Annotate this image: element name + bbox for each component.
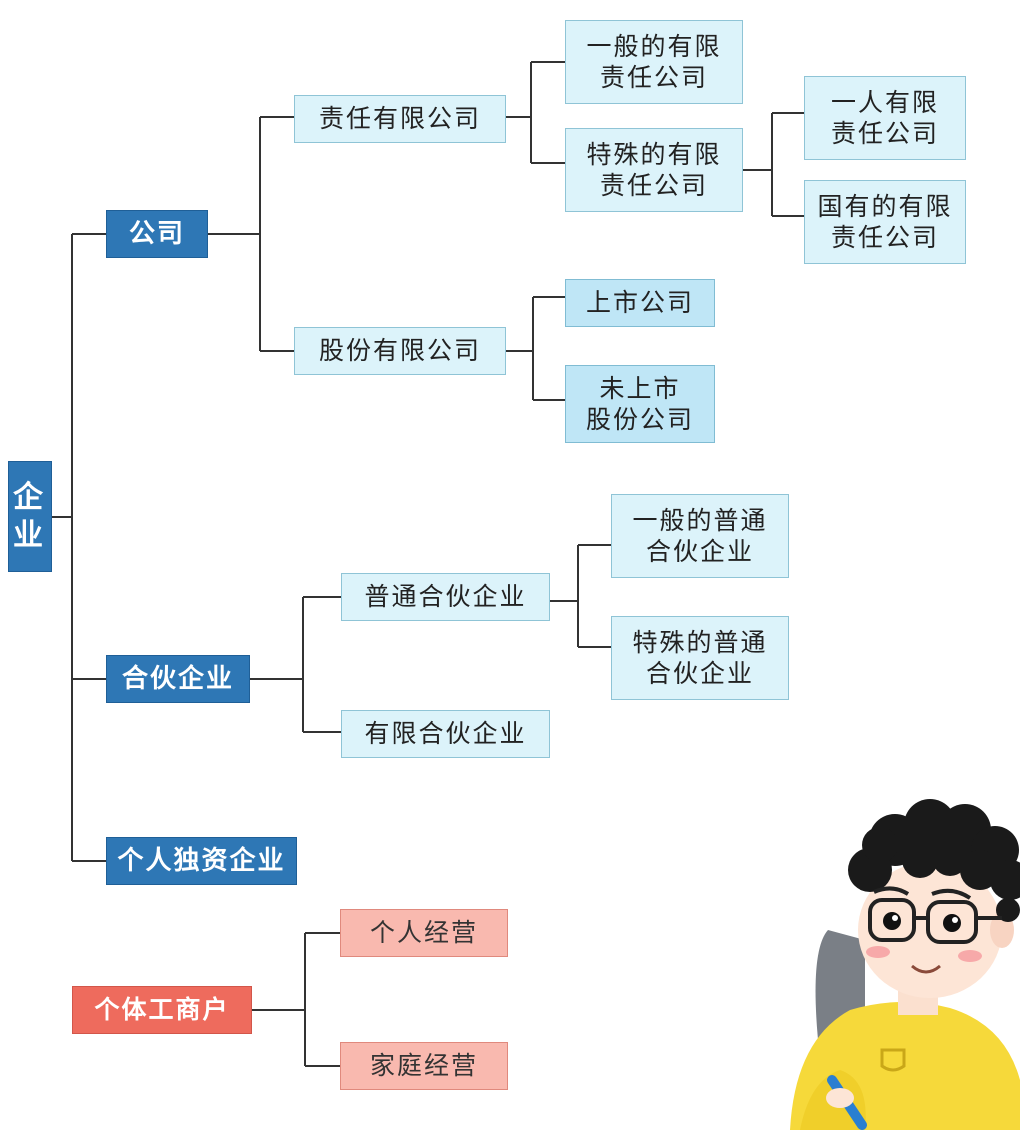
node-llc-one-person-label: 一人有限 责任公司: [830, 87, 939, 148]
connector-root: [52, 233, 106, 862]
node-llc-state-label: 国有的有限 责任公司: [817, 191, 953, 252]
node-limited-partnership-label: 有限合伙企业: [364, 719, 527, 749]
node-general-partnership: 普通合伙企业: [341, 573, 550, 621]
node-llc: 责任有限公司: [294, 95, 506, 143]
node-llc-state: 国有的有限 责任公司: [804, 180, 966, 264]
cartoon-boy-illustration: [790, 799, 1020, 1130]
node-gp-special-label: 特殊的普通 合伙企业: [632, 627, 768, 688]
connector-gp: [550, 544, 611, 648]
connector-company: [208, 116, 294, 352]
node-gp-special: 特殊的普通 合伙企业: [611, 616, 789, 700]
node-company: 公司: [106, 210, 208, 258]
connector-llc: [506, 61, 565, 164]
node-limited-partnership: 有限合伙企业: [341, 710, 550, 758]
node-family-operation: 家庭经营: [340, 1042, 508, 1090]
node-llc-special: 特殊的有限 责任公司: [565, 128, 743, 212]
node-individual-business: 个体工商户: [72, 986, 252, 1034]
node-llc-general-label: 一般的有限 责任公司: [586, 31, 722, 92]
node-llc-general: 一般的有限 责任公司: [565, 20, 743, 104]
node-partnership-label: 合伙企业: [121, 663, 234, 694]
node-jsc-listed-label: 上市公司: [585, 288, 694, 318]
node-family-operation-label: 家庭经营: [369, 1051, 478, 1081]
node-individual-operation: 个人经营: [340, 909, 508, 957]
node-enterprise: 企 业: [8, 461, 52, 572]
node-llc-label: 责任有限公司: [318, 104, 481, 134]
node-jsc-unlisted-label: 未上市 股份公司: [585, 373, 694, 434]
node-llc-one-person: 一人有限 责任公司: [804, 76, 966, 160]
node-gp-general: 一般的普通 合伙企业: [611, 494, 789, 578]
node-general-partnership-label: 普通合伙企业: [364, 582, 527, 612]
node-jsc-listed: 上市公司: [565, 279, 715, 327]
node-llc-special-label: 特殊的有限 责任公司: [586, 139, 722, 200]
connector-partnership: [250, 596, 341, 733]
node-individual-operation-label: 个人经营: [369, 918, 478, 948]
node-enterprise-label: 企 业: [13, 480, 47, 553]
connector-llc-special: [743, 112, 804, 217]
node-jsc-unlisted: 未上市 股份公司: [565, 365, 715, 443]
connector-individual-business: [252, 932, 340, 1067]
node-partnership: 合伙企业: [106, 655, 250, 703]
node-sole-proprietorship: 个人独资企业: [106, 837, 297, 885]
node-individual-business-label: 个体工商户: [94, 995, 230, 1025]
node-jsc: 股份有限公司: [294, 327, 506, 375]
node-gp-general-label: 一般的普通 合伙企业: [632, 505, 768, 566]
node-company-label: 公司: [128, 218, 185, 249]
node-sole-proprietorship-label: 个人独资企业: [117, 845, 286, 876]
connector-jsc: [506, 296, 565, 401]
node-jsc-label: 股份有限公司: [318, 336, 481, 366]
